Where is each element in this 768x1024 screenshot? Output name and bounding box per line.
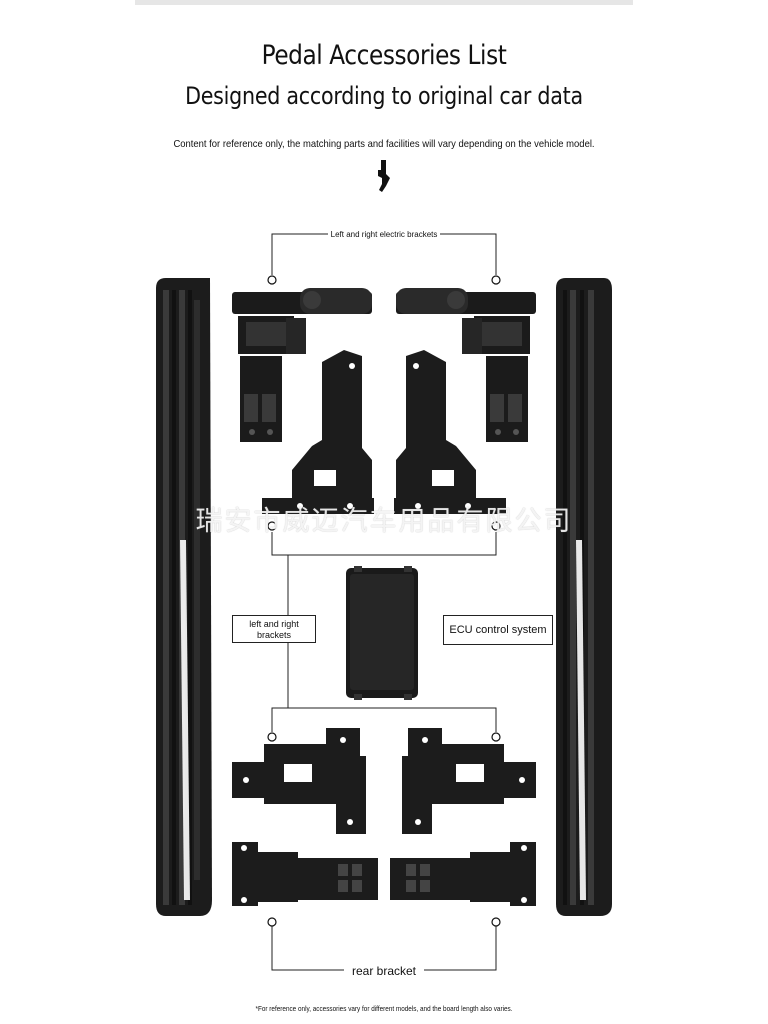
label-ecu: ECU control system	[443, 615, 553, 645]
label-left-right-brackets-line1: left and right	[249, 619, 299, 629]
reference-note: Content for reference only, the matching…	[173, 138, 595, 150]
left-tall-bracket	[262, 350, 374, 514]
left-running-board	[156, 278, 212, 916]
right-tall-bracket	[394, 350, 506, 514]
left-rear-bracket	[232, 842, 378, 906]
label-electric-brackets: Left and right electric brackets	[328, 230, 440, 239]
left-electric-bracket	[232, 288, 372, 442]
right-rear-bracket	[390, 842, 536, 906]
right-running-board	[556, 278, 612, 916]
right-electric-bracket	[396, 288, 536, 442]
label-rear-bracket: rear bracket	[344, 964, 424, 978]
label-left-right-brackets-line2: brackets	[256, 630, 291, 640]
ecu-unit	[346, 566, 418, 700]
left-middle-bracket	[232, 728, 366, 834]
page-title: Pedal Accessories List	[261, 40, 507, 71]
right-middle-bracket	[402, 728, 536, 834]
page-subtitle: Designed according to original car data	[185, 82, 583, 110]
watermark-text: 瑞安市威迈汽车用品有限公司	[195, 506, 573, 537]
bracket-mark-icon	[378, 160, 390, 192]
footer-note: *For reference only, accessories vary fo…	[255, 1004, 513, 1013]
top-divider	[135, 0, 633, 5]
label-left-right-brackets: left and right brackets	[232, 615, 316, 643]
